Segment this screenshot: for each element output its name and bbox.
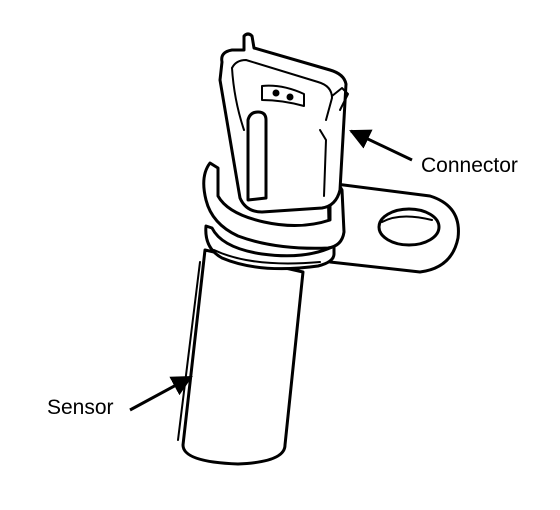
sensor-callout-arrow	[129, 375, 193, 412]
connector-lock-rib	[246, 110, 268, 202]
connector-pins	[261, 84, 305, 107]
connector-callout-arrow	[349, 129, 413, 162]
sensor-body	[181, 248, 305, 466]
mounting-hole	[377, 207, 441, 247]
sensor-label: Sensor	[47, 396, 114, 419]
connector-collar	[202, 161, 346, 250]
connector-label: Connector	[421, 154, 518, 177]
